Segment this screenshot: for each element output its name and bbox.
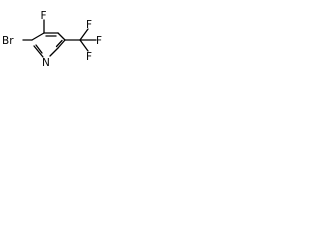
bond-c5-c6 (57, 39, 66, 49)
bond-c4-c5 (57, 32, 66, 41)
bond-c5-c6-double (55, 39, 63, 48)
bond-n1-c2-double (35, 44, 43, 54)
atom-label-fluorine-cf3-right: F (96, 35, 102, 47)
bond-c6-n1 (49, 47, 59, 57)
bond-cf3-f-bottom (79, 39, 89, 52)
atom-label-fluorine-cf3-bottom: F (86, 51, 92, 63)
bond-c2-c3 (31, 32, 45, 41)
bond-n1-c2 (33, 45, 44, 58)
bond-cf3-f-top (79, 28, 89, 41)
atom-label-nitrogen: N (42, 57, 50, 69)
atom-label-bromine: Br (2, 35, 14, 47)
chemical-structure: F Br N F F F (2, 10, 102, 69)
atom-label-fluorine-cf3-top: F (86, 19, 92, 31)
atom-label-fluorine-ring: F (41, 10, 47, 22)
